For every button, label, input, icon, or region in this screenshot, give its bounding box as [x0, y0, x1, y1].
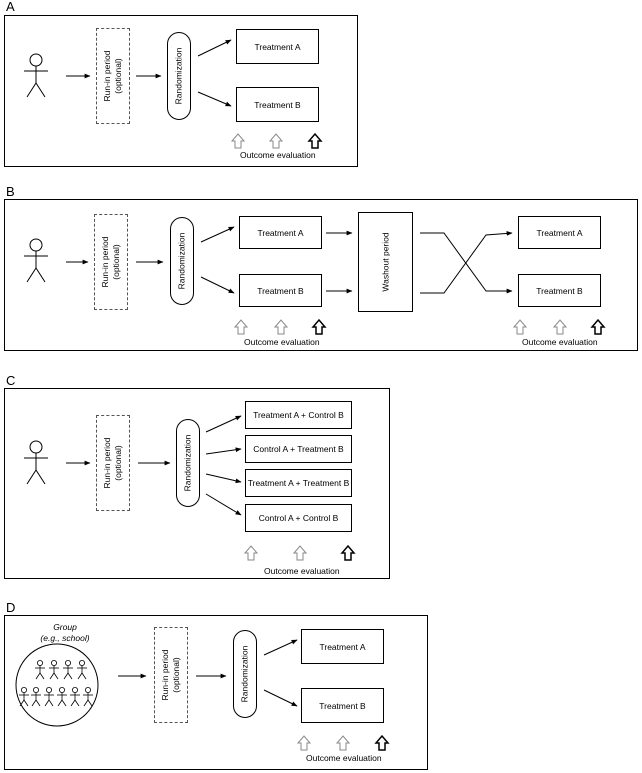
panel-a-runin-box: Run-in period (optional) — [96, 28, 130, 124]
panel-b-treatment-b: Treatment B — [239, 274, 322, 307]
panel-d-randomization: Randomization — [233, 630, 257, 718]
outcome-up-arrow-icon — [293, 545, 307, 561]
crossover-line-b-to-a — [420, 231, 513, 294]
panel-c-arm-1: Treatment A + Control B — [245, 401, 352, 429]
panel-c — [4, 388, 390, 579]
panel-c-randomization: Randomization — [176, 419, 200, 507]
panel-d-treatment-b: Treatment B — [301, 688, 384, 723]
panel-a-outcome-label: Outcome evaluation — [240, 150, 316, 160]
outcome-up-arrow-bold-icon — [591, 319, 605, 335]
panel-b-randomization: Randomization — [170, 217, 194, 305]
panel-d — [4, 615, 428, 770]
panel-d-group-label: Group (e.g., school) — [40, 622, 90, 643]
panel-c-letter: C — [6, 373, 16, 388]
panel-c-runin-box: Run-in period (optional) — [96, 415, 130, 511]
right-arrow-icon — [205, 473, 242, 484]
panel-b-outcome-label: Outcome evaluation — [244, 337, 320, 347]
panel-b-treatment-a: Treatment A — [239, 216, 322, 249]
panel-d-letter: D — [6, 600, 16, 615]
panel-c-arm-3: Treatment A + Treatment B — [245, 469, 352, 497]
panel-c-arm-2: Control A + Treatment B — [245, 435, 352, 463]
outcome-up-arrow-icon — [274, 319, 288, 335]
panel-c-arm-4: Control A + Control B — [245, 504, 352, 532]
right-arrow-icon — [205, 447, 242, 455]
panel-d-treatment-a: Treatment A — [301, 629, 384, 664]
outcome-up-arrow-icon — [234, 319, 248, 335]
outcome-up-arrow-icon — [269, 133, 283, 149]
panel-d-runin-box: Run-in period (optional) — [154, 627, 188, 723]
panel-c-outcome-label: Outcome evaluation — [264, 566, 340, 576]
panel-b-outcome-label-2: Outcome evaluation — [522, 337, 598, 347]
panel-b — [4, 199, 638, 351]
right-arrow-icon — [200, 276, 235, 294]
panel-d-outcome-label: Outcome evaluation — [306, 753, 382, 763]
outcome-up-arrow-bold-icon — [312, 319, 326, 335]
right-arrow-icon — [200, 226, 235, 243]
panel-b-letter: B — [6, 184, 15, 199]
outcome-up-arrow-icon — [553, 319, 567, 335]
outcome-up-arrow-bold-icon — [308, 133, 322, 149]
right-arrow-icon — [205, 415, 242, 433]
outcome-up-arrow-bold-icon — [375, 735, 389, 751]
outcome-up-arrow-icon — [336, 735, 350, 751]
person-icon — [23, 440, 49, 485]
person-icon — [23, 53, 49, 98]
group-circle — [15, 643, 99, 727]
panel-b-crossover-treatment-a: Treatment A — [518, 216, 601, 249]
right-arrow-icon — [263, 639, 298, 656]
panel-a-treatment-a: Treatment A — [236, 29, 319, 64]
right-arrow-icon — [205, 493, 242, 516]
outcome-up-arrow-icon — [231, 133, 245, 149]
person-icon — [23, 238, 49, 283]
right-arrow-icon — [197, 39, 232, 57]
panel-a-randomization: Randomization — [167, 32, 191, 120]
panel-b-crossover-treatment-b: Treatment B — [518, 274, 601, 307]
panel-b-washout: Washout period — [358, 212, 413, 312]
right-arrow-icon — [263, 689, 298, 707]
crossover-line-a-to-b — [420, 232, 513, 294]
panel-a — [4, 15, 358, 167]
outcome-up-arrow-icon — [244, 545, 258, 561]
outcome-up-arrow-bold-icon — [341, 545, 355, 561]
panel-a-treatment-b: Treatment B — [236, 87, 319, 122]
panel-a-letter: A — [6, 0, 15, 14]
outcome-up-arrow-icon — [513, 319, 527, 335]
outcome-up-arrow-icon — [297, 735, 311, 751]
panel-b-runin-box: Run-in period (optional) — [94, 214, 128, 310]
right-arrow-icon — [197, 91, 232, 107]
